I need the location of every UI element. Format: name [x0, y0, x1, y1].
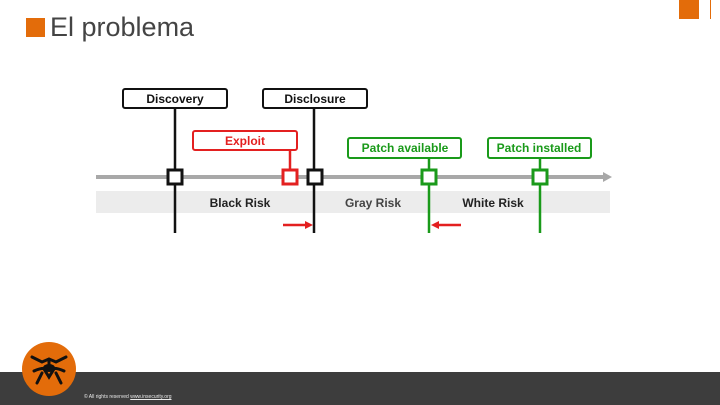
footer-bar	[0, 372, 720, 405]
corner-accent-square	[679, 0, 699, 19]
risk-band	[96, 191, 610, 213]
disclosure-box	[262, 88, 368, 109]
exploit-label: Exploit	[225, 134, 265, 148]
patch-installed-box	[487, 137, 592, 159]
footer-link[interactable]: www.insecurity.org	[130, 394, 172, 400]
copyright-text: © All rights reserved	[84, 394, 129, 400]
disclosure-label: Disclosure	[284, 92, 346, 106]
patch-available-label: Patch available	[362, 141, 449, 155]
patch-installed-marker	[531, 168, 549, 186]
footer-copyright: © All rights reserved www.insecurity.org	[84, 394, 172, 400]
drone-logo-icon	[22, 342, 76, 396]
discovery-label: Discovery	[146, 92, 204, 106]
patch-installed-label: Patch installed	[497, 141, 582, 155]
timeline-arrowhead	[603, 172, 612, 182]
discovery-box	[122, 88, 228, 109]
patch-available-box	[347, 137, 462, 159]
left-arrow-icon	[431, 221, 439, 229]
discovery-marker	[166, 168, 184, 186]
exploit-box	[192, 130, 298, 151]
title-bullet-square	[26, 18, 45, 37]
corner-accent-line	[710, 0, 711, 19]
right-arrow-icon	[305, 221, 313, 229]
patch-available-marker	[420, 168, 438, 186]
gray-risk-label: Gray Risk	[345, 196, 401, 210]
exploit-marker	[281, 168, 299, 186]
slide-title: El problema	[50, 12, 195, 42]
disclosure-marker	[306, 168, 324, 186]
white-risk-label: White Risk	[462, 196, 524, 210]
black-risk-label: Black Risk	[210, 196, 271, 210]
